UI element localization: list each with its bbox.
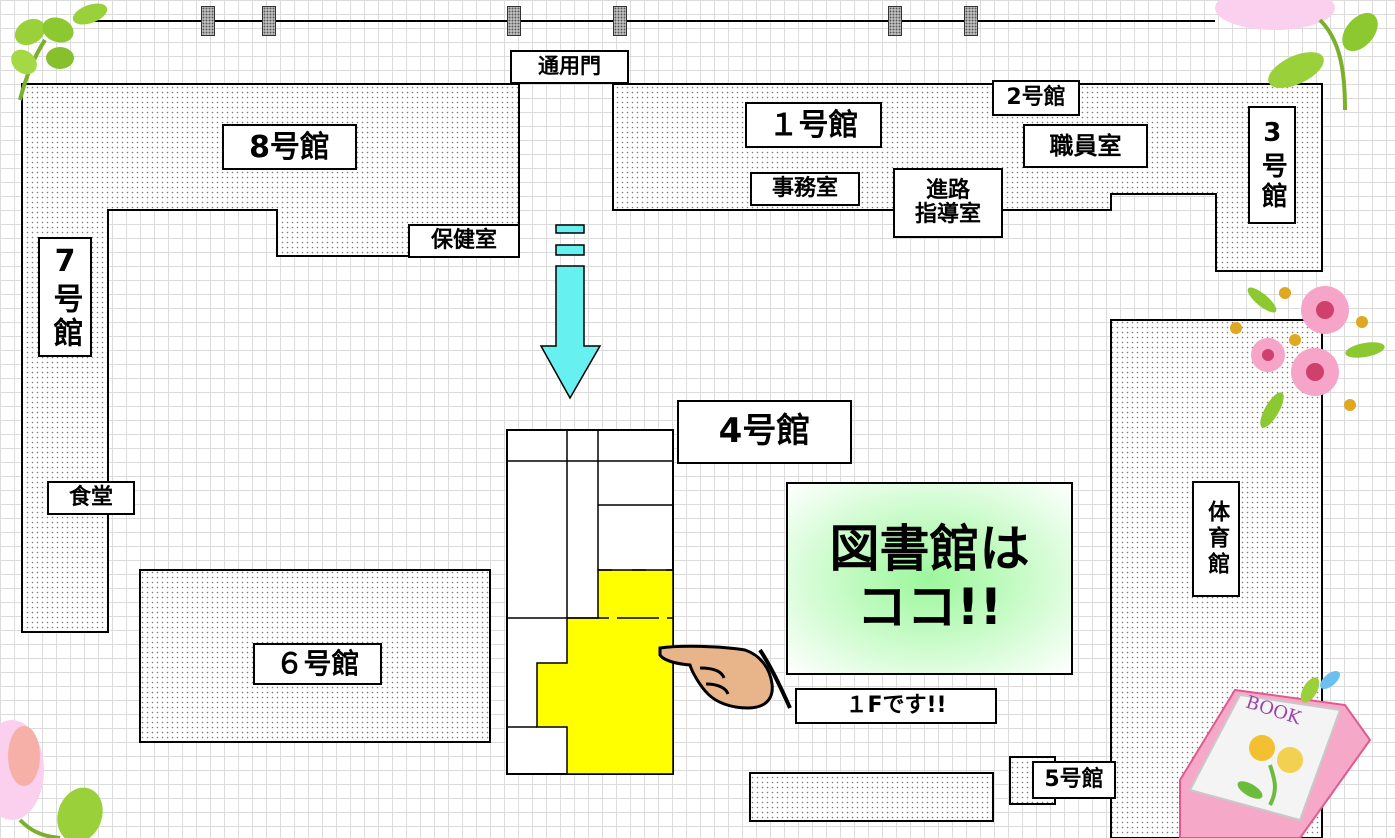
flower-icon <box>0 720 103 838</box>
library-callout: 図書館は ココ!! <box>786 482 1073 675</box>
bottom-building-outline <box>749 772 994 822</box>
career-guidance-label: 進路 指導室 <box>893 168 1003 238</box>
clover-icon <box>11 3 108 101</box>
wall-pillar <box>964 6 978 36</box>
gate-label: 通用門 <box>510 50 629 84</box>
arrow-down-icon <box>539 224 602 400</box>
wall-pillar <box>888 6 902 36</box>
office-label: 事務室 <box>750 172 860 206</box>
health-room-label: 保健室 <box>408 224 520 258</box>
building-8-7-outline <box>21 83 520 633</box>
cafeteria-label: 食堂 <box>47 481 135 515</box>
staff-room-label: 職員室 <box>1023 124 1148 168</box>
floor-note: １Fです!! <box>795 688 997 724</box>
building-2-label: 2号館 <box>992 80 1080 116</box>
campus-top-wall <box>80 20 1215 22</box>
wall-pillar <box>262 6 276 36</box>
flower-icon <box>1230 286 1385 428</box>
building-6-label: ６号館 <box>253 643 382 685</box>
book-icon <box>1179 671 1372 838</box>
flower-icon <box>1215 0 1378 111</box>
building-1-label: １号館 <box>745 102 882 148</box>
pointing-hand-icon <box>658 644 792 710</box>
wall-pillar <box>613 6 627 36</box>
building-3-label: 3号館 <box>1248 106 1296 224</box>
building-7-label: 7号館 <box>38 237 92 357</box>
building-8-label: 8号館 <box>222 124 357 170</box>
gymnasium-label: 体育館 <box>1192 481 1240 597</box>
career-label-line-2: 指導室 <box>914 202 981 227</box>
wall-pillar <box>507 6 521 36</box>
career-label-line-1: 進路 <box>925 177 970 203</box>
building-4-label: 4号館 <box>677 400 852 464</box>
library-callout-line-1: 図書館は <box>829 520 1030 578</box>
building-5-label: 5号館 <box>1032 761 1116 799</box>
wall-pillar <box>201 6 215 36</box>
library-callout-line-2: ココ!! <box>856 577 1003 636</box>
